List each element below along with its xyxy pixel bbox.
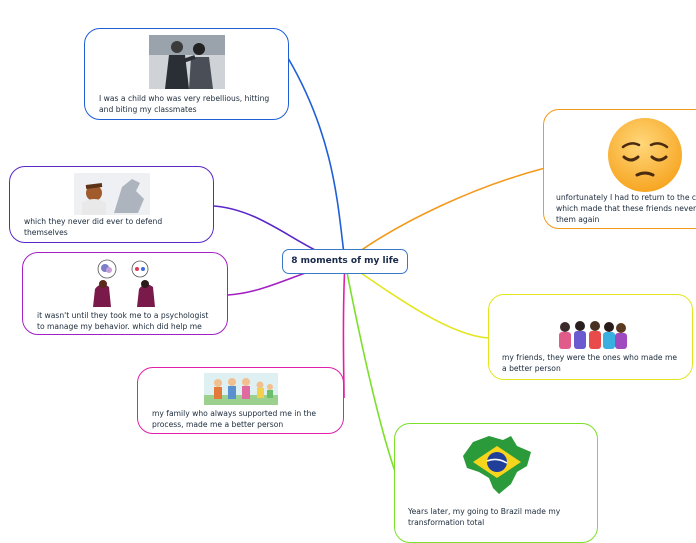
fear-shadow-image xyxy=(74,173,150,215)
topic-rebellious[interactable]: I was a child who was very rebellious, h… xyxy=(84,28,289,120)
topic-family[interactable]: my family who always supported me in the… xyxy=(137,367,344,434)
pensive-face-icon xyxy=(608,118,682,192)
friends-group-image xyxy=(559,321,627,349)
central-topic[interactable]: 8 moments of my life xyxy=(282,249,408,274)
branch-line-family xyxy=(342,261,346,399)
topic-defend-text: which they never did ever to defend them… xyxy=(24,217,163,237)
topic-psychologist[interactable]: it wasn't until they took me to a psycho… xyxy=(22,252,228,335)
branch-line-brazil xyxy=(344,261,397,475)
branch-line-return xyxy=(344,167,546,263)
branch-line-friends xyxy=(344,261,489,339)
topic-brazil-text: Years later, my going to Brazil made my … xyxy=(408,507,561,527)
branch-line-rebellious xyxy=(287,57,346,263)
topic-rebellious-text: I was a child who was very rebellious, h… xyxy=(99,94,270,114)
topic-return[interactable]: unfortunately I had to return to the c w… xyxy=(543,109,696,229)
fighting-students-image xyxy=(149,35,225,89)
family-image xyxy=(204,373,278,405)
topic-friends[interactable]: my friends, they were the ones who made … xyxy=(488,294,693,380)
brazil-flag-map-image xyxy=(463,436,531,494)
topic-return-text: unfortunately I had to return to the c w… xyxy=(556,193,696,224)
topic-brazil[interactable]: Years later, my going to Brazil made my … xyxy=(394,423,598,543)
topic-psychologist-text: it wasn't until they took me to a psycho… xyxy=(37,311,209,331)
topic-family-text: my family who always supported me in the… xyxy=(152,409,317,429)
therapy-session-image xyxy=(93,259,155,307)
topic-defend[interactable]: which they never did ever to defend them… xyxy=(9,166,214,243)
topic-friends-text: my friends, they were the ones who made … xyxy=(502,353,678,373)
